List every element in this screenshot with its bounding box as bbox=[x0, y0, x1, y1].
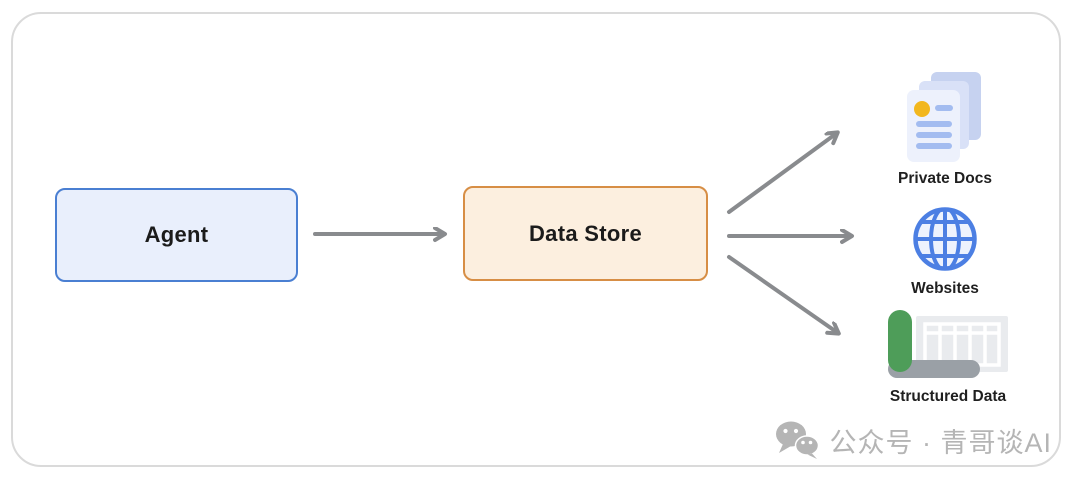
data-store-node: Data Store bbox=[463, 186, 708, 281]
data-store-node-label: Data Store bbox=[528, 220, 643, 246]
globe-icon bbox=[913, 207, 977, 271]
target-private-docs: Private Docs bbox=[880, 72, 1010, 188]
private-docs-label: Private Docs bbox=[898, 170, 992, 187]
target-structured-data: Structured Data bbox=[868, 310, 1028, 406]
watermark: 公众号 · 青哥谈AI bbox=[774, 420, 1052, 460]
watermark-text: 公众号 · 青哥谈AI bbox=[829, 427, 1052, 458]
spreadsheet-roll-icon bbox=[888, 310, 1008, 378]
target-websites: Websites bbox=[880, 204, 1010, 298]
agent-node-label: Agent bbox=[144, 222, 209, 247]
websites-label: Websites bbox=[911, 280, 979, 297]
documents-stack-icon bbox=[907, 72, 981, 162]
wechat-icon bbox=[776, 421, 820, 459]
structured-data-label: Structured Data bbox=[889, 388, 1007, 405]
agent-node: Agent bbox=[55, 188, 298, 282]
